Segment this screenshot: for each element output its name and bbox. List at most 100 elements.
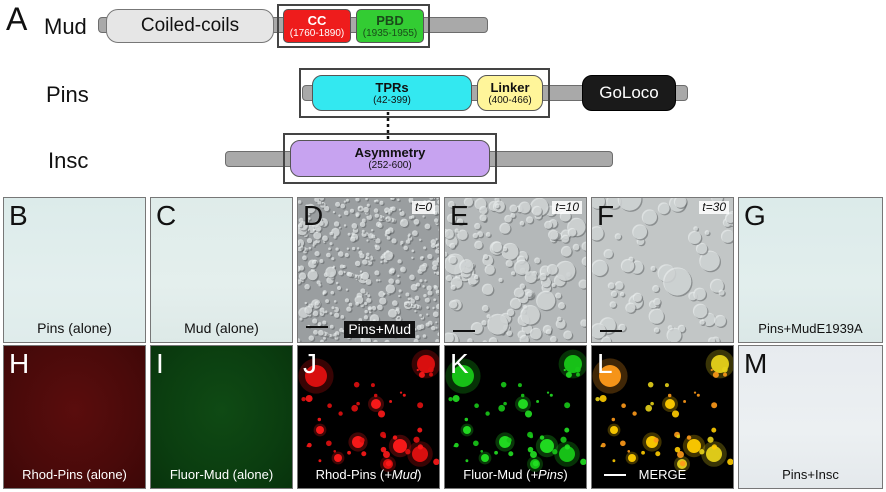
dic-droplet	[551, 283, 556, 288]
green-droplet	[485, 411, 490, 416]
dic-droplet	[373, 208, 379, 213]
coiled-coils-domain: Coiled-coils	[106, 9, 274, 43]
dic-droplet	[505, 259, 513, 267]
dic-droplet	[609, 301, 617, 308]
green-droplet	[464, 417, 469, 422]
dic-droplet	[520, 304, 540, 325]
dic-droplet	[485, 232, 491, 237]
panel-h-letter: H	[9, 348, 30, 379]
panel-j-caption-main: Rhod-Pins (	[315, 467, 385, 482]
dic-droplet	[481, 320, 487, 326]
dic-droplet	[322, 320, 327, 325]
red-droplet	[359, 437, 365, 443]
red-droplet	[417, 444, 424, 450]
droplets-l	[592, 349, 733, 472]
dic-droplet	[472, 232, 478, 239]
dic-droplet	[366, 252, 370, 257]
dic-droplet	[413, 218, 420, 225]
pbd-domain: PBD (1935-1955)	[356, 9, 424, 43]
insc-highlight-box	[283, 133, 497, 184]
dic-droplet	[319, 258, 324, 263]
dic-droplet	[526, 291, 532, 297]
merge-droplet	[706, 446, 722, 462]
dic-droplet	[346, 306, 352, 312]
dic-droplet	[538, 272, 547, 281]
red-droplet	[334, 454, 342, 462]
dic-droplet	[298, 200, 302, 204]
coiled-coils-label: Coiled-coils	[140, 15, 240, 36]
dic-droplet	[334, 312, 340, 318]
merge-droplet	[601, 442, 606, 448]
merge-droplet	[711, 444, 718, 450]
cc-range: (1760-1890)	[289, 27, 345, 39]
green-droplet	[481, 454, 489, 462]
dic-droplet	[377, 304, 383, 311]
pins-label: Pins	[46, 82, 89, 107]
dic-droplet	[398, 294, 401, 298]
merge-droplet	[707, 436, 714, 443]
dic-droplet	[324, 205, 330, 212]
dic-droplet	[375, 279, 379, 282]
dic-droplet	[610, 290, 618, 297]
dic-droplet	[614, 233, 622, 240]
panel-d-time: t=0	[411, 201, 435, 214]
panel-e: E t=10	[444, 197, 587, 343]
mud-label: Mud	[44, 14, 87, 39]
dic-droplet	[329, 312, 333, 315]
merge-droplet	[710, 368, 713, 372]
dic-droplet	[498, 277, 503, 283]
droplets-k	[445, 349, 586, 472]
dic-droplet	[411, 256, 414, 259]
green-droplet	[552, 449, 558, 455]
green-droplet	[473, 440, 479, 447]
dic-droplet	[563, 330, 573, 340]
dic-droplet	[491, 241, 503, 253]
red-droplet	[370, 383, 375, 388]
dic-droplet	[385, 210, 388, 214]
red-droplet	[327, 403, 332, 409]
dic-droplet	[355, 301, 359, 306]
cc-label: CC	[307, 12, 327, 28]
green-droplet	[527, 446, 534, 453]
dic-droplet	[363, 206, 369, 213]
dic-droplet	[375, 245, 380, 251]
dic-droplet	[718, 289, 725, 296]
tprs-range: (42-399)	[373, 94, 411, 106]
panel-l-scale-bar	[604, 474, 626, 476]
dic-droplet	[692, 303, 708, 319]
dic-droplet	[378, 290, 385, 298]
dic-droplet	[374, 213, 380, 218]
panel-h-caption: Rhod-Pins (alone)	[22, 467, 127, 482]
dic-droplet	[373, 199, 377, 203]
dic-droplet	[336, 285, 342, 291]
dic-droplet	[524, 271, 537, 283]
dic-droplet	[343, 210, 349, 216]
panel-k-caption-main: Fluor-Mud (	[463, 467, 531, 482]
dic-droplet	[314, 301, 319, 306]
dic-droplet	[298, 338, 301, 342]
dic-droplet	[407, 234, 410, 238]
green-droplet	[563, 368, 566, 372]
dic-droplet	[463, 198, 474, 207]
dic-droplet	[322, 311, 325, 314]
asymmetry-range: (252-600)	[368, 160, 412, 171]
dic-droplet	[328, 247, 331, 251]
dic-droplet	[657, 202, 670, 215]
dic-droplet	[435, 248, 439, 254]
red-droplet	[371, 399, 381, 409]
panel-l-caption: MERGE	[638, 467, 687, 482]
dic-droplet	[426, 313, 429, 316]
dic-droplet	[318, 220, 324, 226]
dic-droplet	[398, 289, 402, 293]
merge-droplet	[628, 454, 636, 462]
dic-droplet	[390, 268, 395, 274]
dic-droplet	[506, 308, 515, 317]
pbd-label: PBD	[376, 12, 404, 28]
dic-droplet	[355, 214, 359, 218]
dic-droplet	[354, 260, 361, 267]
panel-m-caption: Pins+Insc	[782, 467, 839, 482]
dic-droplet	[316, 220, 319, 223]
dic-droplet	[318, 217, 323, 222]
dic-droplet	[366, 239, 369, 242]
